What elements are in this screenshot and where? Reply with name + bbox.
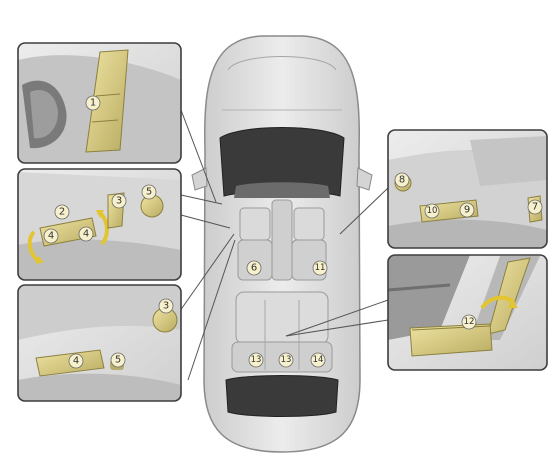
callout-2-label: 2 — [59, 207, 65, 218]
callout-4: 4 — [43, 228, 59, 244]
callout-11: 11 — [312, 260, 328, 276]
callout-9-label: 9 — [464, 205, 470, 216]
callout-4b-label: 4 — [83, 229, 89, 240]
callout-4c-label: 4 — [73, 356, 79, 367]
callout-6: 6 — [246, 260, 262, 276]
callout-13: 13 — [248, 352, 264, 368]
panel-passenger-seat-controls — [387, 129, 548, 249]
callout-13b-label: 13 — [281, 355, 292, 365]
callout-11-label: 11 — [315, 263, 326, 273]
callout-2: 2 — [54, 204, 70, 220]
callout-3b-label: 3 — [163, 301, 169, 312]
rear-seatback-lever — [487, 257, 531, 335]
rear-window — [225, 375, 339, 417]
callout-3: 3 — [111, 193, 127, 209]
leader-lines — [174, 109, 389, 381]
callout-5b-label: 5 — [115, 355, 121, 366]
panel-seat-side-controls — [17, 168, 182, 281]
callout-4b: 4 — [78, 226, 94, 242]
callout-14: 14 — [310, 352, 326, 368]
callout-10: 10 — [424, 203, 440, 219]
callout-4-label: 4 — [48, 231, 54, 242]
callout-10-label: 10 — [427, 206, 438, 216]
callout-9: 9 — [459, 202, 475, 218]
callout-6-label: 6 — [251, 263, 257, 274]
car-top-view — [191, 35, 373, 453]
callout-7-label: 7 — [532, 202, 538, 213]
callout-12-label: 12 — [464, 317, 475, 327]
callout-5b: 5 — [110, 352, 126, 368]
callout-7: 7 — [527, 199, 543, 215]
callout-12: 12 — [461, 314, 477, 330]
callout-5-label: 5 — [146, 187, 152, 198]
callout-1: 1 — [85, 95, 101, 111]
panel-rear-armrest — [387, 254, 548, 371]
callout-3-label: 3 — [116, 196, 122, 207]
callout-8: 8 — [394, 172, 410, 188]
callout-4c: 4 — [68, 353, 84, 369]
driver-seat — [237, 207, 273, 281]
rear-armrest — [409, 323, 493, 357]
callout-3b: 3 — [158, 298, 174, 314]
panel-seat-side-controls-alt — [17, 284, 182, 402]
callout-13b: 13 — [278, 352, 294, 368]
callout-14-label: 14 — [313, 355, 324, 365]
callout-8-label: 8 — [399, 175, 405, 186]
callout-13-label: 13 — [251, 355, 262, 365]
callout-5: 5 — [141, 184, 157, 200]
seat-memory-switch — [85, 49, 129, 153]
callout-1-label: 1 — [90, 98, 96, 109]
